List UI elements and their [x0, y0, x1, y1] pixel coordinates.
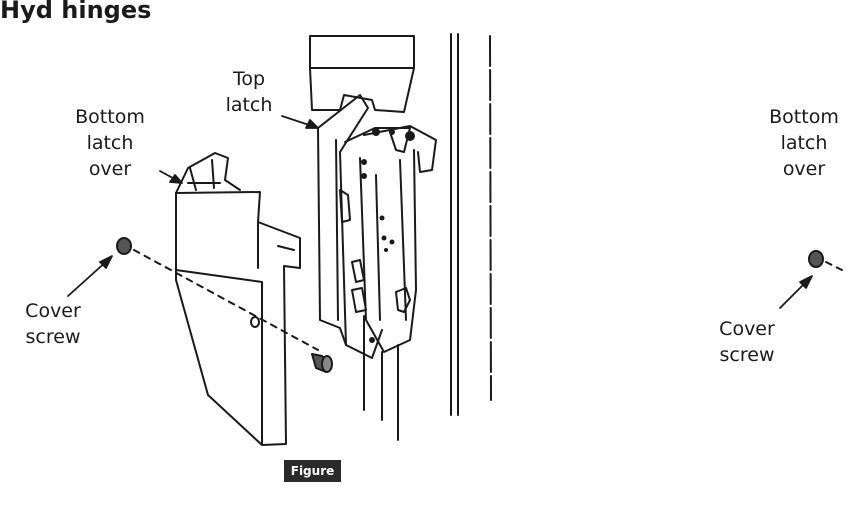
top-latch-line-1: Top	[232, 68, 266, 90]
cover-screw-right	[808, 250, 843, 271]
bottom-latch-right-line-3: over	[782, 158, 826, 180]
cover-screw-right-line-1: Cover	[719, 318, 775, 340]
latch-cover	[175, 152, 301, 446]
hinge-bracket	[309, 35, 437, 441]
cover-screw-left	[116, 237, 319, 351]
bottom-latch-left-line-3: over	[88, 158, 132, 180]
bottom-latch-label-left: Bottom latch over	[66, 104, 154, 182]
top-latch-label: Top latch	[224, 66, 274, 118]
bottom-latch-right-line-1: Bottom	[769, 106, 839, 128]
bottom-latch-label-right: Bottom latch over	[760, 104, 848, 182]
arrows	[67, 115, 813, 309]
cover-screw-lower	[311, 353, 333, 373]
figure-label: Figure 19	[284, 460, 341, 500]
cover-screw-left-line-1: Cover	[25, 300, 81, 322]
page-heading: Hyd hinges	[0, 0, 152, 24]
cover-screw-label-left: Cover screw	[20, 298, 86, 350]
cover-screw-left-line-2: screw	[25, 326, 81, 348]
bottom-latch-right-line-2: latch	[780, 132, 828, 154]
bottom-latch-left-line-1: Bottom	[75, 106, 145, 128]
bottom-latch-left-line-2: latch	[86, 132, 134, 154]
top-latch-line-2: latch	[225, 94, 273, 116]
hinge-holes	[361, 128, 415, 343]
frame-line-3	[489, 35, 492, 401]
cover-screw-right-line-2: screw	[719, 344, 775, 366]
cover-screw-label-right: Cover screw	[714, 316, 780, 368]
